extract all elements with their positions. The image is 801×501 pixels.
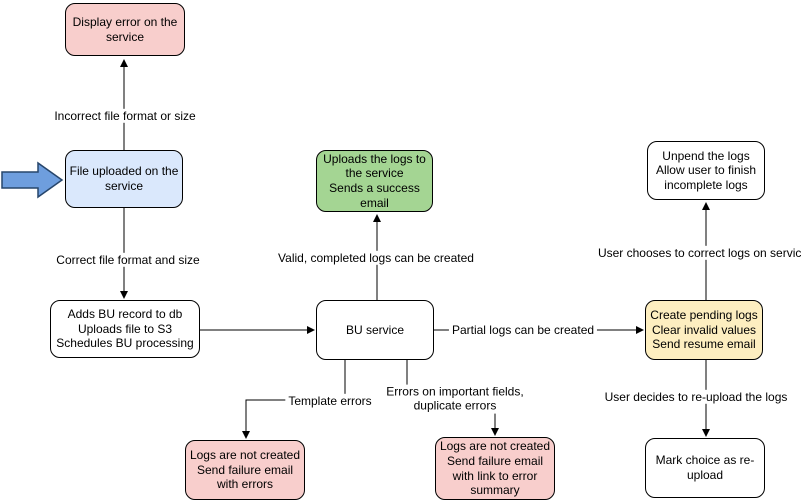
node-logs-failure-errors: Logs are not created Send failure email … [185,440,305,500]
node-adds-bu-record: Adds BU record to db Uploads file to S3 … [50,300,200,358]
edge-label-incorrect-format: Incorrect file format or size [51,108,199,124]
edge-label-correct-format: Correct file format and size [53,252,203,268]
node-create-pending-logs: Create pending logs Clear invalid values… [645,300,763,360]
input-arrow-icon [1,161,64,199]
edge-label-valid-logs: Valid, completed logs can be created [275,250,477,266]
node-uploads-logs-success: Uploads the logs to the service Sends a … [316,150,433,212]
edge-label-user-corrects: User chooses to correct logs on service [594,245,801,261]
edge-label-field-errors: Errors on important fields, duplicate er… [383,384,527,414]
node-file-uploaded: File uploaded on the service [65,150,183,208]
node-mark-reupload: Mark choice as re-upload [645,438,765,498]
edge-label-template-errors: Template errors [285,393,375,409]
edge-label-partial-logs: Partial logs can be created [448,322,598,338]
node-bu-service: BU service [316,300,434,360]
node-display-error: Display error on the service [65,3,185,56]
node-logs-failure-summary: Logs are not created Send failure email … [435,437,555,500]
node-unpend-logs: Unpend the logs Allow user to finish inc… [647,141,765,200]
edge-label-user-reuploads: User decides to re-upload the logs [601,389,791,405]
